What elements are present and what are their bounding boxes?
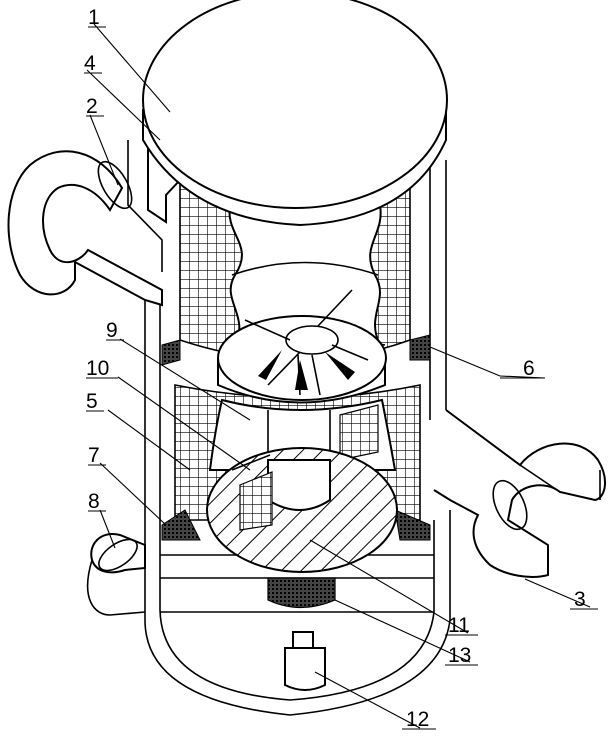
label-4: 4 [84, 52, 96, 75]
inlet-pipe-2 [7, 150, 163, 307]
outlet-pipe-3 [433, 409, 606, 578]
impeller-disk [217, 289, 387, 404]
part-labels: 1 4 2 9 10 5 7 8 6 3 11 13 12 [84, 6, 598, 731]
label-1: 1 [88, 6, 100, 29]
lid-1 [142, 0, 448, 227]
label-7: 7 [88, 444, 100, 467]
label-13: 13 [448, 644, 471, 667]
label-5: 5 [86, 390, 98, 413]
label-6: 6 [523, 357, 535, 380]
label-12: 12 [406, 708, 429, 731]
seal-6 [161, 334, 431, 366]
hatched-base-11 [206, 447, 398, 573]
label-9: 9 [106, 319, 118, 342]
motor-12 [284, 631, 326, 691]
label-11: 11 [448, 614, 470, 637]
label-2: 2 [86, 95, 98, 118]
label-8: 8 [88, 490, 100, 513]
bearing-13 [267, 577, 336, 609]
leader-lines [86, 23, 591, 729]
label-3: 3 [574, 588, 586, 611]
seal-7 [161, 509, 431, 541]
pipe-8 [86, 533, 146, 616]
label-10: 10 [86, 357, 109, 380]
